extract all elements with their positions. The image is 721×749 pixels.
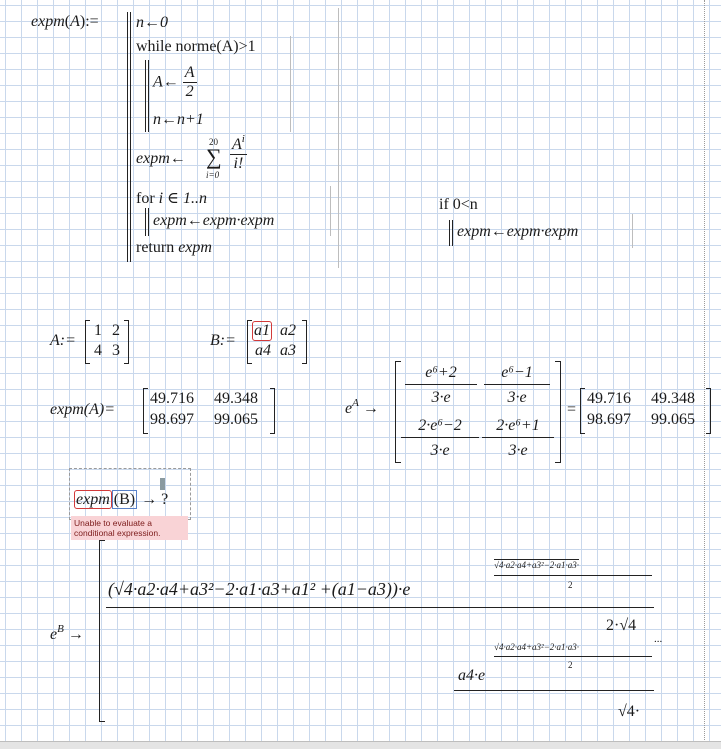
- eB-lower-denominator: √4·: [618, 703, 641, 720]
- eB-exp-top: √4·a2·a4+a3²−2·a1·a3·: [494, 559, 580, 570]
- sigma-symbol: ∑: [206, 144, 222, 169]
- eA-result-cell-21: 98.697: [587, 411, 631, 428]
- for-keyword: for: [136, 190, 155, 207]
- line-A-halve[interactable]: A← A 2: [153, 64, 197, 100]
- matrix-A-label[interactable]: A:=: [50, 332, 76, 349]
- while-body-bar-2: [148, 60, 149, 132]
- matrix-B-cell-11[interactable]: a1: [252, 321, 272, 341]
- matrix-B-right-bracket: [302, 320, 307, 364]
- line-for-body[interactable]: expm←expm·expm: [153, 212, 275, 229]
- eB-exp-top-den: 2: [568, 580, 573, 590]
- eA-m12: e⁶−1 3·e: [484, 364, 550, 407]
- for-body-bar-2: [148, 208, 149, 236]
- matrix-A-cell-21: 4: [94, 342, 102, 359]
- eB-left-bracket: [99, 540, 105, 722]
- if-body-bar-1: [449, 220, 450, 246]
- expmB-expression[interactable]: expm(B) → ?: [74, 490, 169, 509]
- if-snippet[interactable]: if 0<n: [439, 196, 478, 213]
- while-guide: [290, 36, 291, 132]
- A-half-fraction: A 2: [182, 64, 197, 100]
- if-body-text[interactable]: expm←expm·expm: [457, 223, 579, 240]
- expmA-cell-12: 49.348: [214, 390, 258, 407]
- matrix-B-label[interactable]: B:=: [210, 332, 236, 349]
- eA-m11: e⁶+2 3·e: [405, 364, 477, 407]
- eB-lower-exp: √4·a2·a4+a3²−2·a1·a3·: [494, 642, 580, 652]
- eB-lower-exp-fraction-bar: [494, 656, 652, 657]
- horizontal-scrollbar[interactable]: [0, 741, 721, 749]
- eB-main-fraction-bar: [106, 607, 654, 608]
- eB-lower-lhs: a4·e: [458, 667, 486, 684]
- sum-lower-limit: i=0: [206, 170, 220, 180]
- if-body-bar-2: [452, 220, 453, 246]
- matrix-B-cell-21[interactable]: a4: [255, 342, 271, 359]
- matrix-B-cell-22[interactable]: a3: [280, 342, 296, 359]
- matrix-B-left-bracket: [247, 320, 252, 364]
- program-bar-outer: [127, 12, 128, 262]
- for-body-bar-1: [145, 208, 146, 236]
- fn-name-text: expm: [31, 13, 65, 30]
- expmA-right-bracket: [270, 388, 275, 434]
- eA-left-bracket: [395, 361, 401, 463]
- line-return[interactable]: return expm: [136, 239, 212, 256]
- return-keyword: return: [136, 239, 175, 256]
- sum-upper-limit: 20: [209, 137, 218, 147]
- for-guide: [330, 186, 331, 236]
- eB-lower-fraction-bar: [454, 690, 654, 691]
- program-bar-inner: [130, 12, 131, 262]
- eA-m21: 2·e⁶−2 3·e: [401, 417, 479, 460]
- eA-result-cell-22: 99.065: [651, 411, 695, 428]
- eA-result-cell-11: 49.716: [587, 390, 631, 407]
- if-guide: [632, 214, 633, 248]
- expmA-label[interactable]: expm(A)=: [50, 401, 115, 418]
- eA-result-cell-12: 49.348: [651, 390, 695, 407]
- matrix-A-cell-22: 3: [112, 342, 120, 359]
- matrix-A-cell-12: 2: [112, 322, 120, 339]
- eA-equals: =: [567, 401, 577, 418]
- line-while[interactable]: while norme(A)>1: [136, 38, 256, 56]
- matrix-B-cell-12[interactable]: a2: [280, 322, 296, 339]
- line-n-increment[interactable]: n←n+1: [153, 111, 204, 128]
- eB-main-denominator: 2·√4: [606, 617, 637, 634]
- matrix-A-cell-11: 1: [94, 322, 102, 339]
- page-boundary: [704, 0, 706, 740]
- eA-result-left-bracket: [580, 388, 585, 434]
- while-condition: norme(A)>1: [175, 38, 256, 55]
- eA-label[interactable]: eA →: [345, 397, 379, 417]
- eA-m22: 2·e⁶+1 3·e: [482, 417, 554, 460]
- insertion-cursor: [160, 478, 165, 490]
- eB-label[interactable]: eB →: [50, 623, 84, 643]
- eA-right-bracket: [555, 361, 561, 463]
- eB-main-numerator: (√4·a2·a4+a3²−2·a1·a3+a1² +(a1−a3))·e: [108, 579, 411, 599]
- eB-ellipsis: ...: [654, 633, 663, 645]
- while-keyword: while: [136, 38, 172, 55]
- expmA-left-bracket: [143, 388, 148, 434]
- matrix-A-left-bracket: [85, 320, 90, 364]
- line-n-init[interactable]: n←0: [136, 14, 168, 31]
- function-name[interactable]: expm(A):=: [31, 13, 99, 30]
- expmA-cell-22: 99.065: [214, 411, 258, 428]
- program-right-guide: [338, 8, 339, 268]
- eB-lower-exp-den: 2: [568, 660, 573, 670]
- expmA-cell-11: 49.716: [150, 390, 194, 407]
- expmA-cell-21: 98.697: [150, 411, 194, 428]
- eB-exp-top-fraction-bar: [494, 575, 652, 576]
- while-body-bar-1: [145, 60, 146, 132]
- line-for[interactable]: for i ∈ 1..n: [136, 190, 207, 207]
- error-tooltip: Unable to evaluate a conditional express…: [71, 516, 188, 540]
- assign-operator: :=: [85, 13, 99, 30]
- fn-arg-text: A: [70, 13, 80, 30]
- eA-result-right-bracket: [706, 388, 711, 434]
- matrix-A-right-bracket: [124, 320, 129, 364]
- sum-fraction: Ai i!: [230, 133, 247, 172]
